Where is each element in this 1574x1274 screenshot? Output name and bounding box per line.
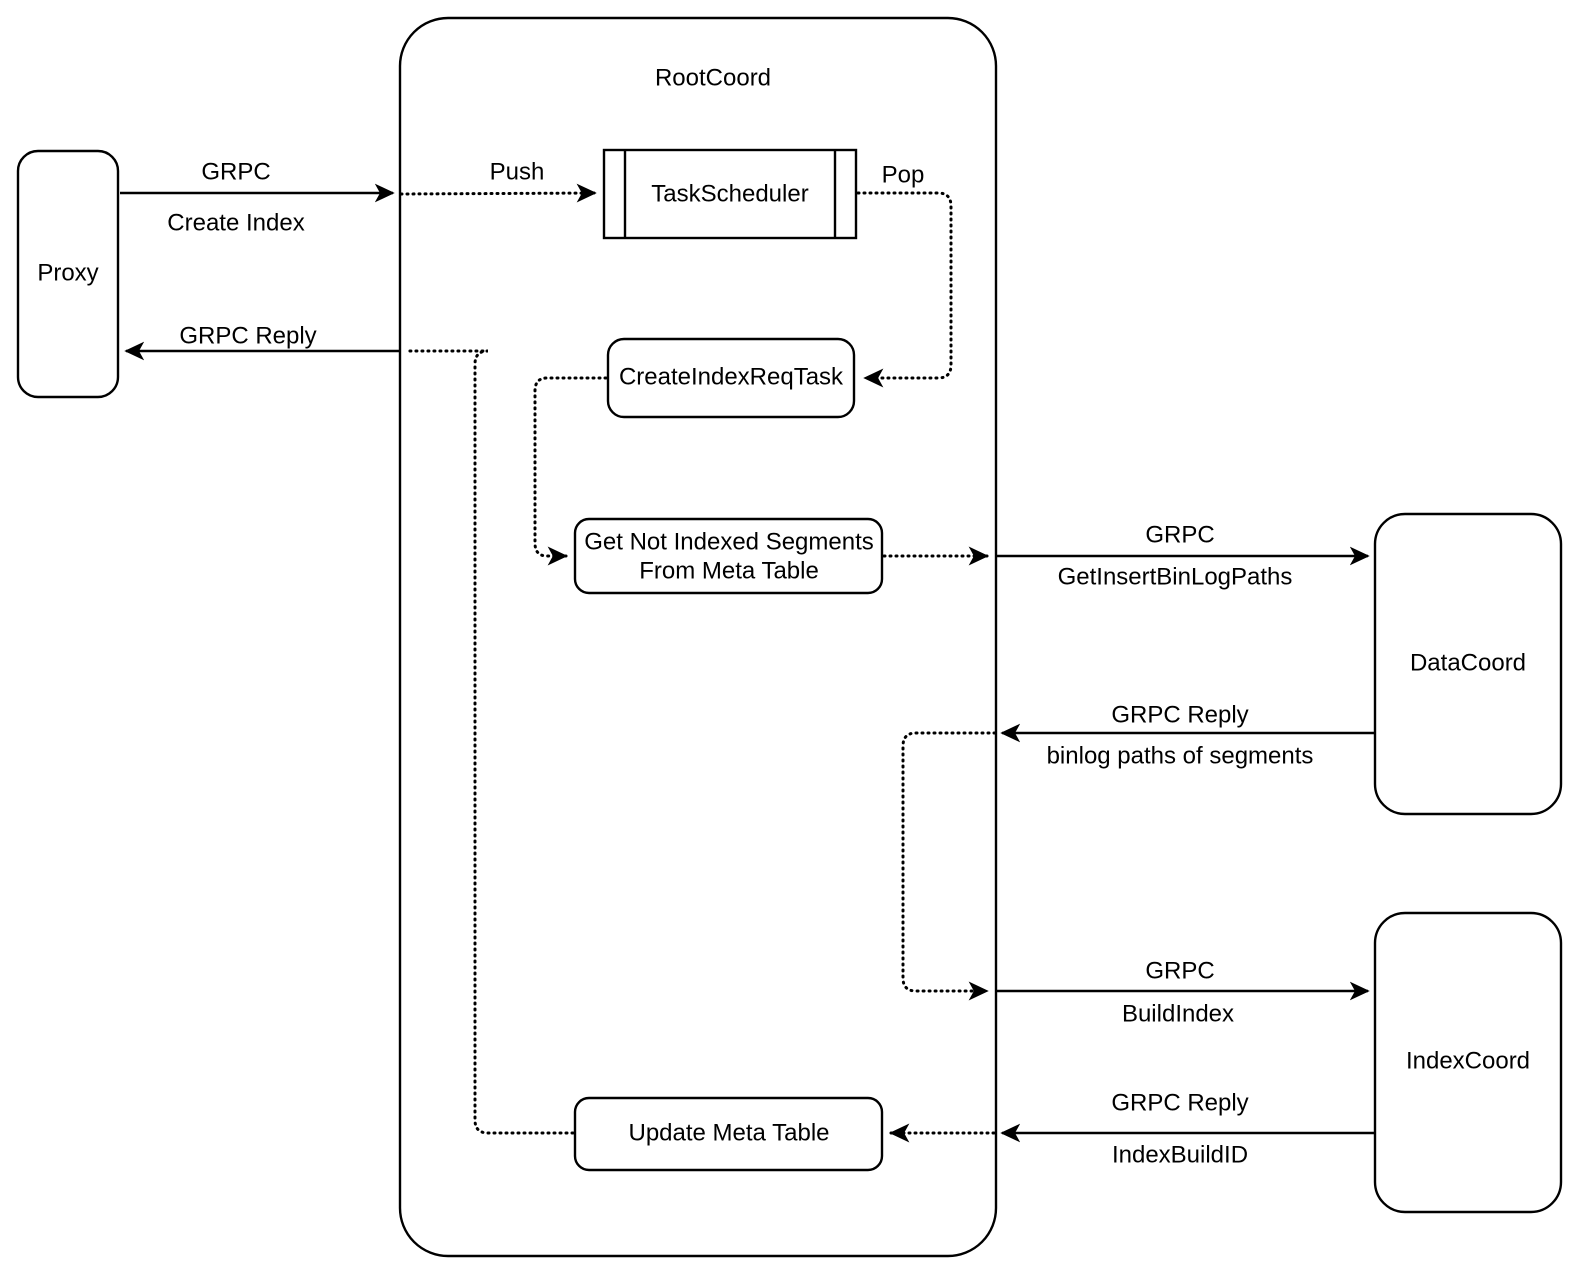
container-rootcoord[interactable]: RootCoord <box>398 16 998 1258</box>
edge-getsegments-to-datacoord-label-line1: GRPC <box>1145 521 1214 548</box>
edge-internal-reply-to-buildindex[interactable] <box>901 731 997 1001</box>
edge-indexcoord-reply-label-line1: GRPC Reply <box>1111 1089 1248 1116</box>
edge-rootcoord-to-proxy-label-line1: GRPC Reply <box>179 322 316 349</box>
edge-rootcoord-to-indexcoord-label-line1: GRPC <box>1145 957 1214 984</box>
edge-rootcoord-to-proxy[interactable]: GRPC Reply <box>124 322 400 361</box>
edge-update-meta-table-to-reply-line <box>406 349 575 1135</box>
node-update-meta-table[interactable]: Update Meta Table <box>573 1096 884 1172</box>
proxy-label: Proxy <box>37 259 98 286</box>
edge-indexcoord-reply-label-line2: IndexBuildID <box>1112 1141 1248 1168</box>
edge-getsegments-to-datacoord[interactable]: GRPC GetInsertBinLogPaths <box>996 521 1370 590</box>
edge-rootcoord-to-indexcoord[interactable]: GRPC BuildIndex <box>996 957 1370 1027</box>
edge-update-meta-table-to-reply[interactable] <box>406 349 575 1135</box>
node-datacoord[interactable]: DataCoord <box>1373 512 1563 816</box>
node-get-not-indexed-segments[interactable]: Get Not Indexed Segments From Meta Table <box>573 517 884 595</box>
edge-task-to-getsegments-line <box>533 376 608 566</box>
edge-getsegments-to-datacoord-label-line2: GetInsertBinLogPaths <box>1058 563 1293 590</box>
task-scheduler-box[interactable] <box>602 148 858 240</box>
edge-datacoord-reply[interactable]: GRPC Reply binlog paths of segments <box>1000 701 1375 769</box>
edge-rootcoord-to-indexcoord-label-line2: BuildIndex <box>1122 1000 1234 1027</box>
get-not-indexed-segments-box[interactable] <box>573 517 884 595</box>
node-proxy[interactable]: Proxy <box>16 149 120 399</box>
edge-push-to-scheduler-label: Push <box>490 158 545 185</box>
node-task-scheduler[interactable]: TaskScheduler <box>602 148 858 240</box>
rootcoord-label: RootCoord <box>655 64 771 91</box>
edge-proxy-to-rootcoord[interactable]: GRPC Create Index <box>120 158 395 236</box>
update-meta-table-label: Update Meta Table <box>628 1119 829 1146</box>
edge-indexcoord-reply[interactable]: GRPC Reply IndexBuildID <box>1000 1089 1375 1168</box>
edge-pop-to-task[interactable]: Pop <box>856 161 953 388</box>
edge-proxy-to-rootcoord-label-line2: Create Index <box>167 209 304 236</box>
datacoord-label: DataCoord <box>1410 649 1526 676</box>
indexcoord-box[interactable] <box>1373 911 1563 1214</box>
update-meta-table-box[interactable] <box>573 1096 884 1172</box>
edge-pop-to-task-label: Pop <box>882 161 925 188</box>
node-indexcoord[interactable]: IndexCoord <box>1373 911 1563 1214</box>
task-scheduler-label: TaskScheduler <box>651 180 808 207</box>
node-create-index-req-task[interactable]: CreateIndexReqTask <box>606 337 856 419</box>
rootcoord-box[interactable] <box>398 16 998 1258</box>
get-not-indexed-segments-label-line1: Get Not Indexed Segments <box>584 528 874 555</box>
edge-internal-reply-to-buildindex-line <box>901 731 997 1001</box>
edge-push-to-scheduler[interactable]: Push <box>399 158 597 203</box>
datacoord-box[interactable] <box>1373 512 1563 816</box>
edge-proxy-to-rootcoord-label-line1: GRPC <box>201 158 270 185</box>
edge-datacoord-reply-label-line1: GRPC Reply <box>1111 701 1248 728</box>
edge-push-to-scheduler-line <box>399 183 597 203</box>
create-index-req-task-box[interactable] <box>606 337 856 419</box>
get-not-indexed-segments-label-line2: From Meta Table <box>639 557 819 584</box>
edge-pop-to-task-line <box>856 191 953 388</box>
proxy-box[interactable] <box>16 149 120 399</box>
edge-datacoord-reply-label-line2: binlog paths of segments <box>1047 742 1314 769</box>
edge-task-to-getsegments[interactable] <box>533 376 608 566</box>
indexcoord-label: IndexCoord <box>1406 1047 1530 1074</box>
create-index-req-task-label: CreateIndexReqTask <box>619 363 844 390</box>
